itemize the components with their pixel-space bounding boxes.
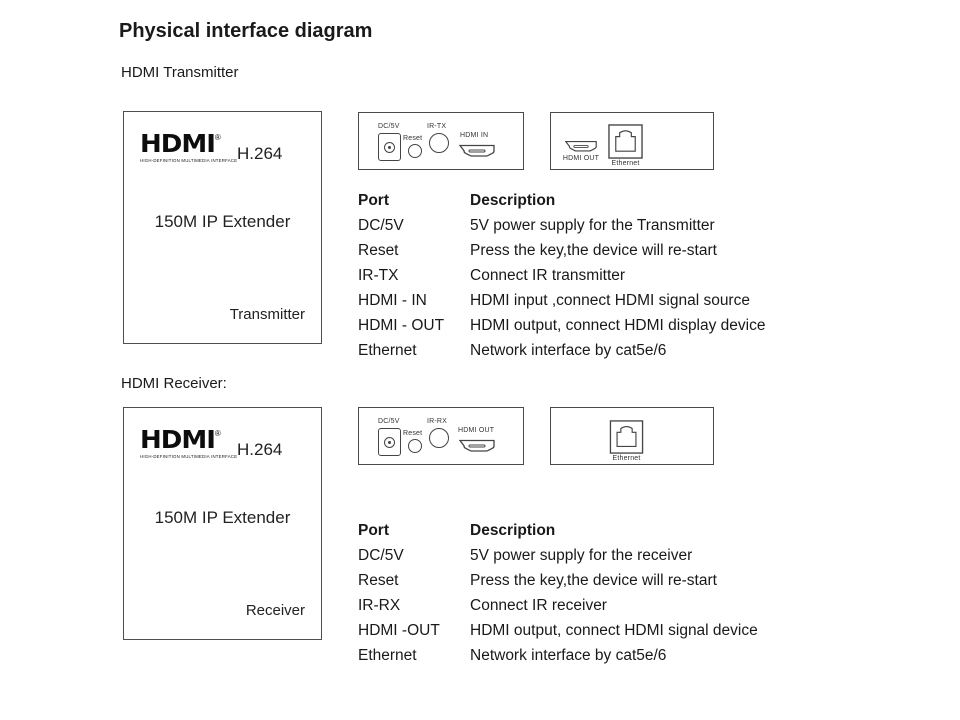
description-cell: Connect IR receiver — [470, 597, 607, 614]
table-row: Reset Press the key,the device will re-s… — [358, 238, 765, 263]
port-table-receiver: Port Description DC/5V 5V power supply f… — [358, 518, 758, 668]
description-cell: Press the key,the device will re-start — [470, 242, 717, 259]
hdmi-port-icon — [564, 140, 597, 152]
port-cell: DC/5V — [358, 547, 404, 564]
receiver-front-panel: DC/5V Reset IR-RX HDMI OUT — [358, 407, 524, 465]
description-cell: Network interface by cat5e/6 — [470, 342, 667, 359]
description-cell: Press the key,the device will re-start — [470, 572, 717, 589]
hdmi-out-label: HDMI OUT — [458, 427, 495, 434]
section-label-transmitter: HDMI Transmitter — [121, 64, 239, 81]
port-cell: IR-TX — [358, 267, 399, 284]
ir-jack-icon — [429, 133, 449, 153]
table-row: IR-RX Connect IR receiver — [358, 593, 758, 618]
role-label: Transmitter — [229, 306, 305, 323]
transmitter-device-box: HDMI® HIGH-DEFINITION MULTIMEDIA INTERFA… — [123, 111, 322, 344]
table-row: IR-TX Connect IR transmitter — [358, 263, 765, 288]
table-row: HDMI - OUT HDMI output, connect HDMI dis… — [358, 313, 765, 338]
table-row: DC/5V 5V power supply for the receiver — [358, 543, 758, 568]
description-cell: Network interface by cat5e/6 — [470, 647, 667, 664]
reset-button-icon — [408, 144, 422, 158]
table-row: Ethernet Network interface by cat5e/6 — [358, 643, 758, 668]
transmitter-front-panel: DC/5V Reset IR-TX HDMI IN — [358, 112, 524, 170]
ir-rx-label: IR-RX — [427, 418, 448, 425]
hdmi-port-icon — [458, 439, 495, 452]
ir-tx-label: IR-TX — [427, 123, 447, 130]
port-cell: Reset — [358, 242, 399, 259]
page-title: Physical interface diagram — [119, 20, 373, 42]
ethernet-label: Ethernet — [611, 160, 640, 167]
power-jack-icon — [378, 428, 401, 456]
role-label: Receiver — [245, 602, 305, 619]
port-cell: Ethernet — [358, 342, 417, 359]
table-row: Reset Press the key,the device will re-s… — [358, 568, 758, 593]
model-label: 150M IP Extender — [154, 212, 291, 231]
rj45-port-icon — [608, 124, 643, 159]
port-cell: DC/5V — [358, 217, 404, 234]
transmitter-rear-panel: HDMI OUT Ethernet — [550, 112, 714, 170]
table-header-port: Port — [358, 522, 389, 539]
port-cell: Reset — [358, 572, 399, 589]
hdmi-out-label: HDMI OUT — [562, 155, 600, 162]
hdmi-logo-text: HDMI — [140, 130, 216, 159]
codec-label: H.264 — [237, 440, 283, 459]
table-header-port: Port — [358, 192, 389, 209]
hdmi-logo-tagline: HIGH-DEFINITION MULTIMEDIA INTERFACE — [140, 455, 238, 460]
description-cell: HDMI output, connect HDMI display device — [470, 317, 766, 334]
description-cell: HDMI output, connect HDMI signal device — [470, 622, 758, 639]
description-cell: Connect IR transmitter — [470, 267, 626, 284]
port-cell: Ethernet — [358, 647, 417, 664]
receiver-device-box: HDMI® HIGH-DEFINITION MULTIMEDIA INTERFA… — [123, 407, 322, 640]
rj45-port-icon — [609, 420, 644, 454]
registered-mark-icon: ® — [214, 429, 221, 438]
reset-button-icon — [408, 439, 422, 453]
dc5v-label: DC/5V — [378, 123, 400, 130]
table-row: Ethernet Network interface by cat5e/6 — [358, 338, 765, 363]
hdmi-logo-tagline: HIGH-DEFINITION MULTIMEDIA INTERFACE — [140, 159, 238, 164]
table-row: HDMI - IN HDMI input ,connect HDMI signa… — [358, 288, 765, 313]
table-row: HDMI -OUT HDMI output, connect HDMI sign… — [358, 618, 758, 643]
registered-mark-icon: ® — [214, 133, 221, 142]
hdmi-logo-text: HDMI — [140, 426, 216, 455]
table-header-row: Port Description — [358, 518, 758, 543]
reset-label: Reset — [403, 430, 423, 437]
description-cell: 5V power supply for the receiver — [470, 547, 693, 564]
hdmi-logo: HDMI® HIGH-DEFINITION MULTIMEDIA INTERFA… — [140, 426, 275, 461]
description-cell: 5V power supply for the Transmitter — [470, 217, 715, 234]
power-jack-icon — [378, 133, 401, 161]
codec-label: H.264 — [237, 144, 283, 163]
ethernet-label: Ethernet — [612, 455, 641, 462]
section-label-receiver: HDMI Receiver: — [121, 375, 227, 392]
model-label: 150M IP Extender — [154, 508, 291, 527]
table-header-description: Description — [470, 522, 556, 539]
table-header-row: Port Description — [358, 188, 765, 213]
port-cell: IR-RX — [358, 597, 401, 614]
hdmi-logo: HDMI® HIGH-DEFINITION MULTIMEDIA INTERFA… — [140, 130, 275, 165]
port-cell: HDMI -OUT — [358, 622, 440, 639]
port-table-transmitter: Port Description DC/5V 5V power supply f… — [358, 188, 765, 363]
description-cell: HDMI input ,connect HDMI signal source — [470, 292, 750, 309]
reset-label: Reset — [403, 135, 423, 142]
port-cell: HDMI - OUT — [358, 317, 445, 334]
ir-jack-icon — [429, 428, 449, 448]
table-header-description: Description — [470, 192, 556, 209]
hdmi-port-icon — [458, 144, 495, 157]
receiver-rear-panel: Ethernet — [550, 407, 714, 465]
dc5v-label: DC/5V — [378, 418, 400, 425]
port-cell: HDMI - IN — [358, 292, 427, 309]
table-row: DC/5V 5V power supply for the Transmitte… — [358, 213, 765, 238]
hdmi-in-label: HDMI IN — [460, 132, 489, 139]
